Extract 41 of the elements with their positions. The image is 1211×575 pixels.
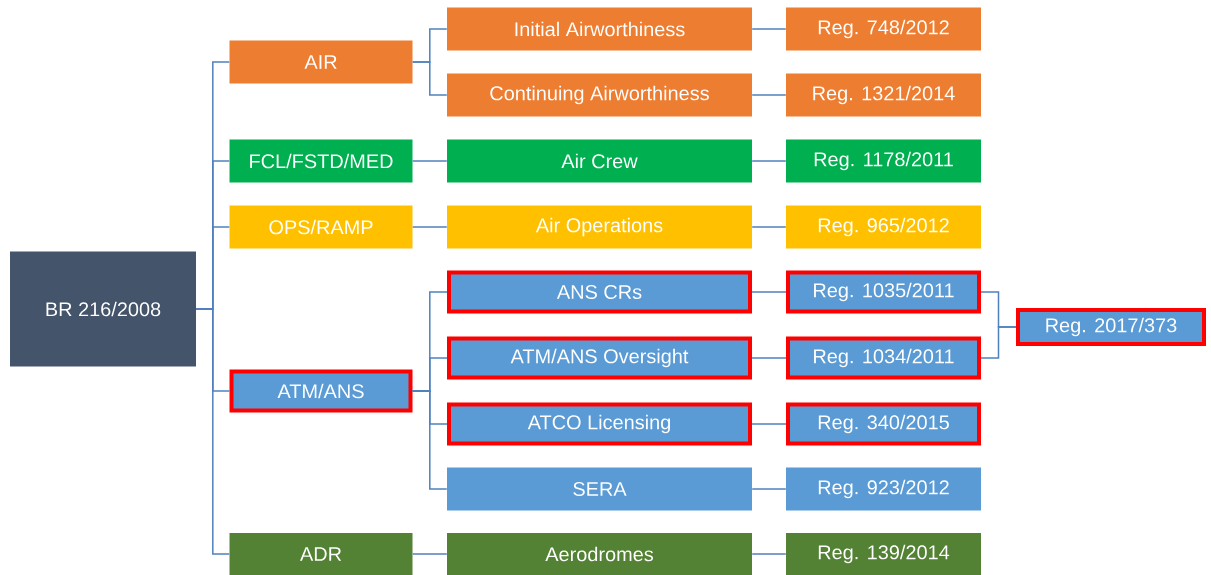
category-box: Reg. 139/2014 xyxy=(786,533,981,575)
connector-line xyxy=(751,357,787,359)
category-box: Reg. 748/2012 xyxy=(786,7,981,51)
category-box: Reg. 1178/2011 xyxy=(786,139,981,183)
category-box: Air Operations xyxy=(447,205,752,249)
category-box: Reg. 1034/2011 xyxy=(786,336,981,380)
category-box: OPS/RAMP xyxy=(229,205,413,249)
category-box: ATCO Licensing xyxy=(447,402,752,446)
connector-line xyxy=(751,291,787,293)
category-box: ATM/ANS xyxy=(229,369,413,413)
category-box: Reg. 1321/2014 xyxy=(786,73,981,117)
category-box: Reg. 340/2015 xyxy=(786,402,981,446)
category-box: ATM/ANS Oversight xyxy=(447,336,752,380)
connector-line xyxy=(751,160,787,162)
connector-line xyxy=(751,553,787,555)
category-box: AIR xyxy=(229,40,413,84)
connector-line xyxy=(411,61,448,96)
category-box: Reg. 965/2012 xyxy=(786,205,981,249)
category-box: Reg. 1035/2011 xyxy=(786,270,981,314)
connector-line xyxy=(751,423,787,425)
category-box: Reg. 2017/373 xyxy=(1016,308,1206,346)
connector-line xyxy=(751,28,787,30)
root-box: BR 216/2008 xyxy=(10,251,196,367)
connector-line xyxy=(411,390,448,490)
connector-line xyxy=(751,226,787,228)
category-box: Reg. 923/2012 xyxy=(786,467,981,511)
connector-line xyxy=(751,488,787,490)
category-box: Continuing Airworthiness xyxy=(447,73,752,117)
connector-line xyxy=(751,94,787,96)
category-box: ADR xyxy=(229,533,413,575)
category-box: Air Crew xyxy=(447,139,752,183)
category-box: ANS CRs xyxy=(447,270,752,314)
category-box: Aerodromes xyxy=(447,533,752,575)
connector-line xyxy=(411,226,448,228)
connector-line xyxy=(195,308,231,555)
category-box: SERA xyxy=(447,467,752,511)
category-box: Initial Airworthiness xyxy=(447,7,752,51)
connector-line xyxy=(411,160,448,162)
connector-line xyxy=(980,326,1017,359)
connector-line xyxy=(411,553,448,555)
category-box: FCL/FSTD/MED xyxy=(229,139,413,183)
